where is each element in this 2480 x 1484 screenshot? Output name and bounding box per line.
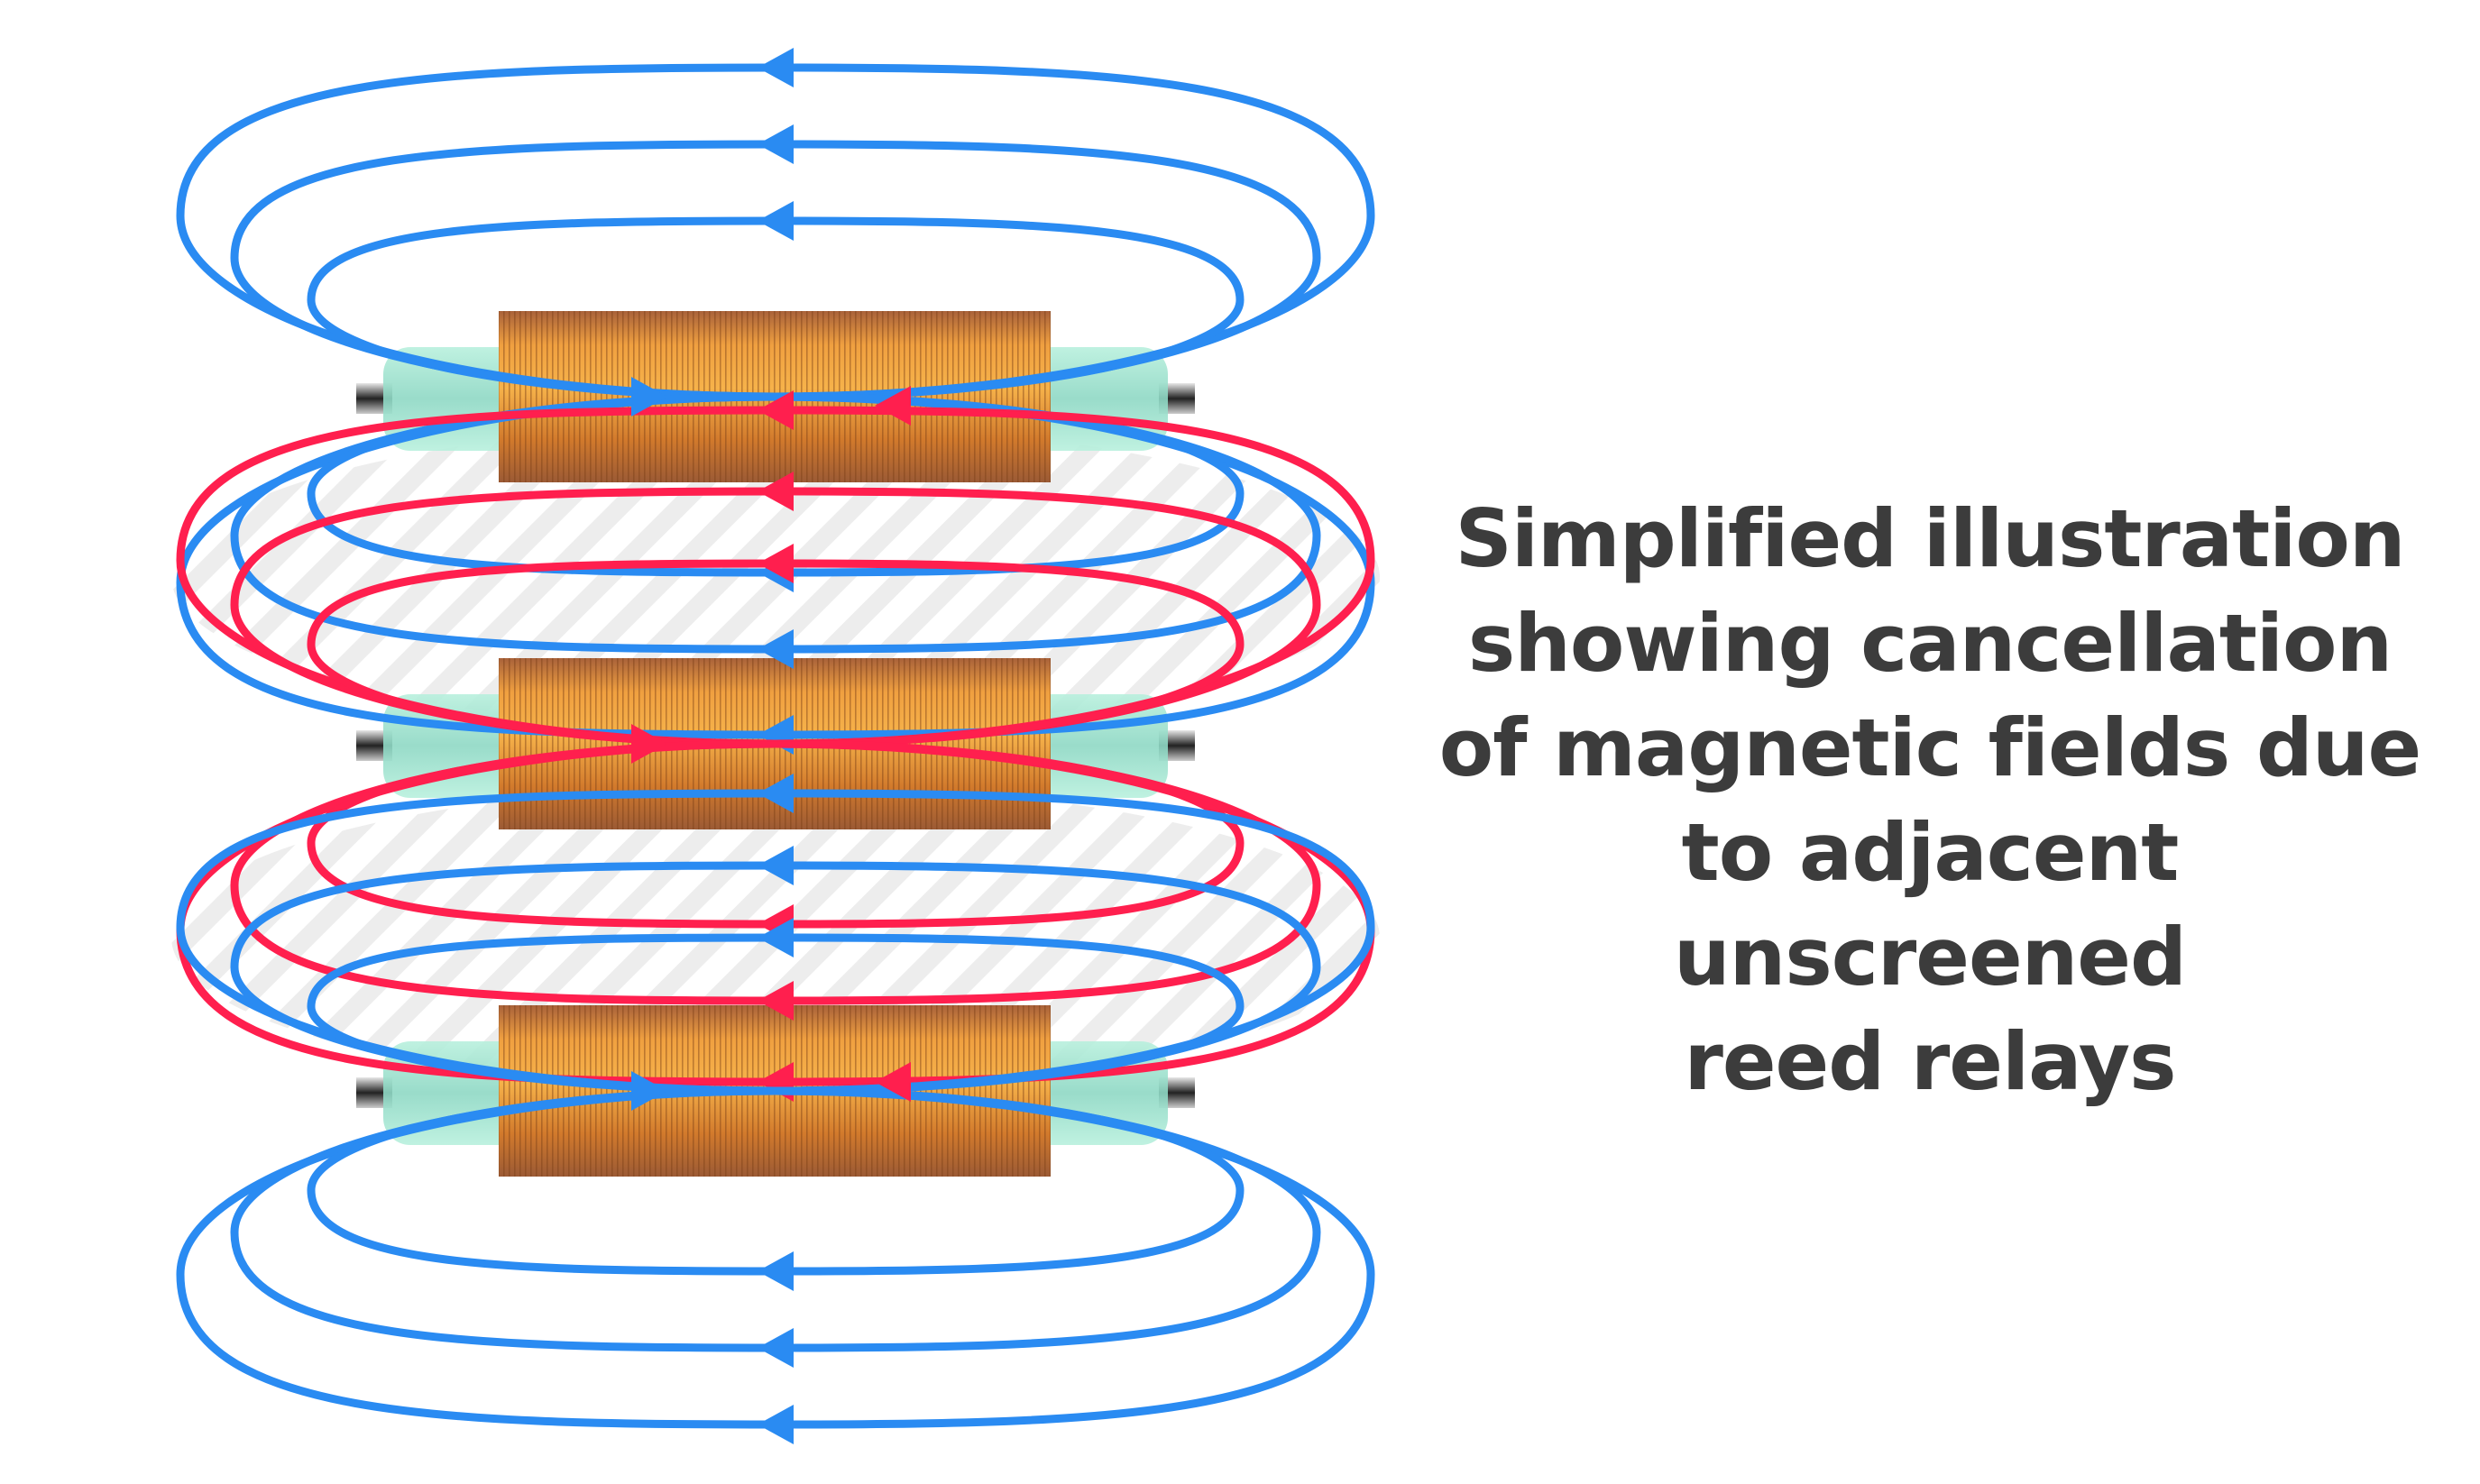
field-line-relay1-upper-middle-arrow-icon	[758, 124, 794, 164]
axis-arrow-relay3-left-icon	[875, 1062, 911, 1102]
caption-line-5: reed relays	[1684, 1015, 2176, 1108]
field-line-relay2-lower-middle-arrow-icon	[758, 981, 794, 1021]
field-line-relay3-lower-outer-arrow-icon	[758, 1405, 794, 1444]
caption-line-3: of magnetic fields due	[1438, 701, 2421, 794]
field-line-relay2-upper-middle-arrow-icon	[758, 472, 794, 511]
field-line-relay1-lower-middle-arrow-icon	[758, 629, 794, 669]
axis-arrow-relay2-right-icon	[631, 724, 667, 764]
caption: Simplified illustration showing cancella…	[1434, 487, 2426, 1114]
field-line-relay1-upper-inner-arrow-icon	[758, 201, 794, 241]
field-line-relay3-upper-outer-arrow-icon	[758, 774, 794, 813]
field-line-relay3-lower-inner-arrow-icon	[758, 1251, 794, 1291]
axis-arrow-relay1-left-icon	[875, 386, 911, 426]
caption-line-1: Simplified illustration	[1455, 492, 2405, 585]
field-line-relay2-upper-inner-arrow-icon	[758, 544, 794, 583]
caption-line-2: showing cancellation	[1467, 597, 2393, 690]
field-line-relay3-lower-middle-arrow-icon	[758, 1328, 794, 1368]
magnetic-field-lines	[176, 48, 1375, 1444]
axis-arrow-relay3-right-icon	[631, 1071, 667, 1111]
field-line-relay1-upper-outer-arrow-icon	[758, 48, 794, 87]
caption-line-4: to adjacent unscreened	[1674, 806, 2187, 1003]
field-line-relay2-upper-outer-arrow-icon	[758, 390, 794, 430]
axis-arrow-relay1-right-icon	[631, 377, 667, 417]
field-line-relay3-upper-middle-arrow-icon	[758, 846, 794, 885]
magnetic-field-diagram	[171, 48, 1380, 1444]
field-line-relay3-upper-inner-arrow-icon	[758, 918, 794, 957]
